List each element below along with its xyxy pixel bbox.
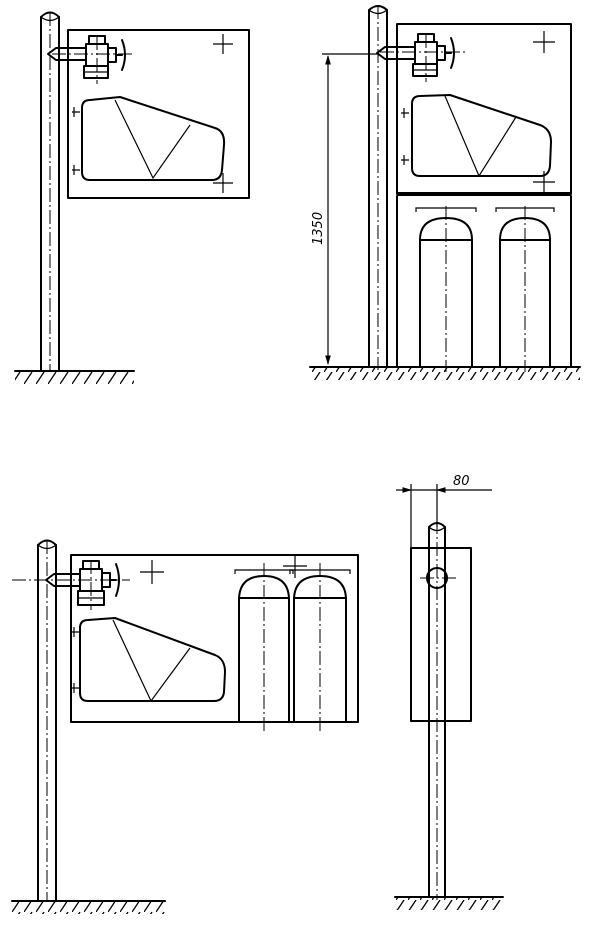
sign-panel: [71, 555, 358, 722]
arched-signal-left: [235, 563, 293, 732]
height-dimension-label: 1350: [311, 212, 326, 245]
crosshair-marks: [213, 34, 233, 193]
pole: [429, 520, 445, 900]
sign-panel: [68, 30, 249, 198]
view-bottom-left: [12, 540, 358, 914]
clamp-device: [377, 34, 465, 82]
ground: [15, 371, 134, 384]
ground: [395, 897, 503, 910]
arched-signal-right: [496, 206, 554, 372]
crosshair-marks: [140, 554, 307, 584]
signal-head: [401, 95, 551, 176]
view-top-right: 1350: [310, 5, 580, 380]
width-dimension: 80: [396, 474, 492, 548]
width-dimension-label: 80: [453, 474, 470, 489]
view-top-left: [15, 12, 249, 384]
clamp-device: [48, 36, 135, 84]
arched-signal-left: [416, 206, 476, 372]
signal-head: [71, 618, 225, 701]
view-bottom-right: 80: [395, 474, 503, 910]
clamp-device: [12, 560, 130, 610]
pole: [41, 12, 59, 372]
crosshair-marks: [533, 31, 555, 193]
pole: [369, 5, 387, 370]
side-panel: [411, 548, 471, 721]
clamp-circle: [420, 568, 456, 588]
ground: [310, 367, 580, 380]
arched-signal-right: [290, 563, 350, 732]
signal-head: [72, 97, 224, 180]
ground: [12, 901, 165, 914]
pole: [38, 540, 56, 902]
height-dimension: 1350: [311, 54, 378, 365]
